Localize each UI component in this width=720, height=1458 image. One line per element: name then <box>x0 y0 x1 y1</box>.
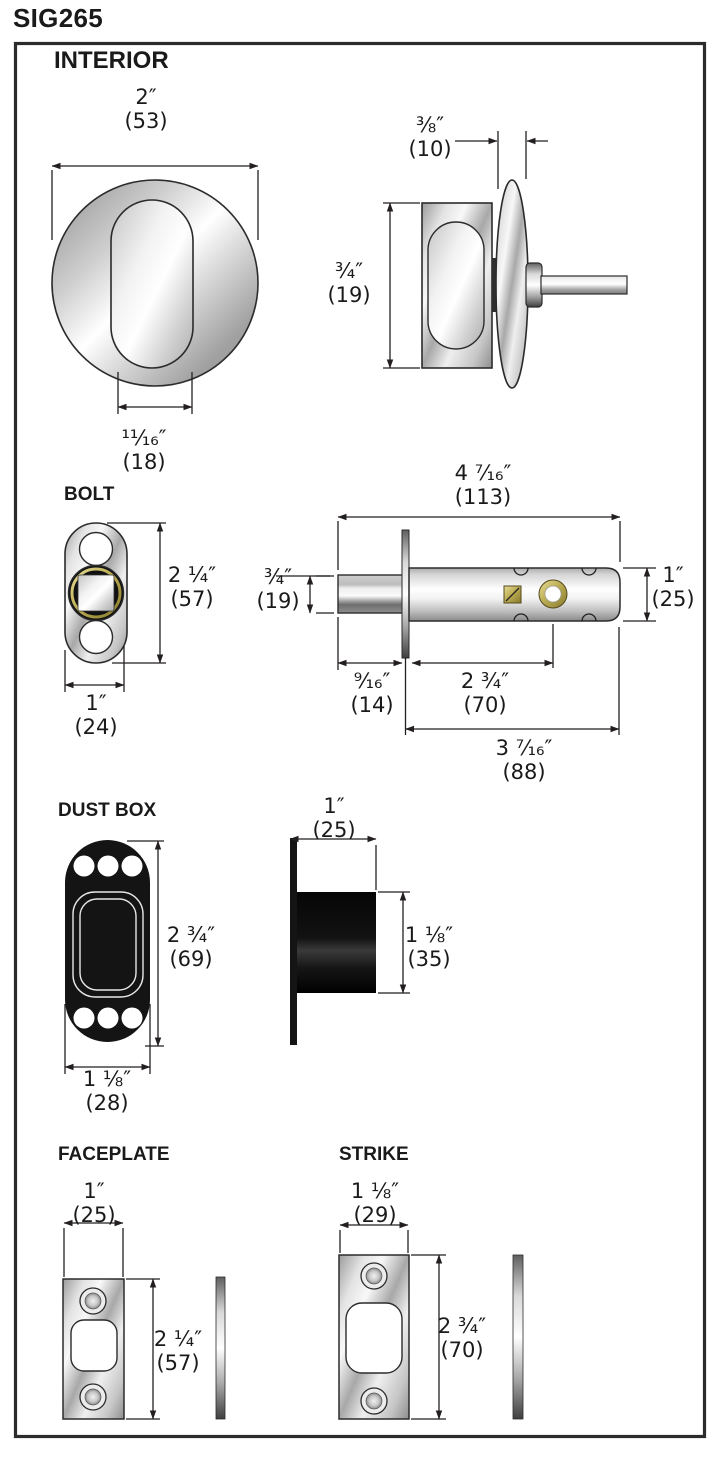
dim-dustbox-width: 1 ⅛″ (28) <box>82 1067 132 1116</box>
strike-screw-hole-top <box>365 1267 383 1285</box>
dim-thumbturn-height: ¾″ (19) <box>327 259 371 308</box>
dim-thumbturn-diameter: 2″ (53) <box>124 85 168 134</box>
strike-face-view <box>338 1221 524 1420</box>
faceplate-screw-hole-top <box>84 1292 102 1310</box>
faceplate-bolt-cutout <box>70 1319 118 1372</box>
dim-inches: 1 ⅛″ <box>82 1067 132 1091</box>
dim-inches: 2 ¾″ <box>460 669 510 693</box>
dim-mm: (14) <box>350 692 394 717</box>
bolt-head <box>337 574 405 614</box>
dim-mm: (25) <box>651 586 695 611</box>
thumbturn-side-view <box>383 131 628 389</box>
dim-mm: (69) <box>169 946 213 971</box>
dim-strike-height: 2 ¾″ (70) <box>437 1314 487 1363</box>
dim-bolt-body-length: 3 ⁷⁄₁₆″ (88) <box>495 736 553 785</box>
strike-side-view <box>512 1254 524 1420</box>
dim-faceplate-width: 1″ (25) <box>72 1179 116 1228</box>
dim-mm: (57) <box>170 586 214 611</box>
dustbox-body <box>297 892 376 993</box>
bolt-hole-bottom <box>78 619 114 655</box>
dim-mm: (18) <box>122 449 166 474</box>
bolt-faceplate-edge <box>401 529 410 659</box>
dim-dustbox-depth-height: 1 ⅛″ (35) <box>404 923 454 972</box>
dim-inches: 1″ <box>83 1179 105 1203</box>
dim-bolt-head-height: ¾″ (19) <box>256 565 300 614</box>
faceplate-side-view <box>215 1276 226 1420</box>
dustbox-side-view <box>289 835 410 1045</box>
thumbturn-face-view <box>51 162 259 414</box>
dim-thumbturn-width: ¹¹⁄₁₆″ (18) <box>121 426 167 475</box>
dim-bolt-face-width: 1″ (24) <box>74 691 118 740</box>
dim-inches: ⁹⁄₁₆″ <box>353 669 391 693</box>
dim-mm: (70) <box>463 692 507 717</box>
dim-mm: (29) <box>353 1202 397 1227</box>
dim-faceplate-height: 2 ¼″ (57) <box>153 1327 203 1376</box>
dim-mm: (28) <box>85 1090 129 1115</box>
dim-mm: (113) <box>454 484 512 509</box>
faceplate-screw-hole-bottom <box>84 1388 102 1406</box>
thumbturn-knob-side <box>427 221 485 350</box>
bolt-hole-top <box>78 531 114 567</box>
bolt-label: BOLT <box>64 484 115 505</box>
page-title: SIG265 <box>13 3 103 33</box>
bolt-face-square <box>77 574 115 612</box>
dim-inches: ¹¹⁄₁₆″ <box>121 426 167 450</box>
dim-bolt-head-length: ⁹⁄₁₆″ (14) <box>350 669 394 718</box>
dim-mm: (53) <box>124 108 168 133</box>
dim-inches: 4 ⁷⁄₁₆″ <box>454 461 512 485</box>
dim-inches: 3 ⁷⁄₁₆″ <box>495 736 553 760</box>
dim-dustbox-height: 2 ¾″ (69) <box>166 923 216 972</box>
dim-inches: ⅜″ <box>415 113 445 137</box>
dim-inches: 1″ <box>323 794 345 818</box>
dustbox-flange <box>290 838 297 1045</box>
dim-bolt-overall-length: 4 ⁷⁄₁₆″ (113) <box>454 461 512 510</box>
dim-mm: (19) <box>327 282 371 307</box>
dim-bolt-face-height: 2 ¼″ (57) <box>167 563 217 612</box>
dim-inches: ¾″ <box>263 565 293 589</box>
thumbturn-knob <box>110 199 194 369</box>
dustbox-gasket <box>65 840 150 1042</box>
dim-inches: 1 ⅛″ <box>350 1179 400 1203</box>
dim-strike-width: 1 ⅛″ (29) <box>350 1179 400 1228</box>
dim-inches: 2 ¾″ <box>437 1314 487 1338</box>
tailpiece <box>540 275 628 295</box>
rosette-side <box>495 179 529 389</box>
dim-mm: (25) <box>312 817 356 842</box>
dim-mm: (70) <box>440 1337 484 1362</box>
interior-label: INTERIOR <box>54 47 169 74</box>
dim-inches: 2″ <box>135 85 157 109</box>
dim-dustbox-depth-width: 1″ (25) <box>312 794 356 843</box>
dim-mm: (10) <box>408 136 452 161</box>
dim-bolt-body-height: 1″ (25) <box>651 563 695 612</box>
dim-inches: 2 ¼″ <box>153 1327 203 1351</box>
hub <box>525 262 543 308</box>
dim-mm: (57) <box>156 1350 200 1375</box>
dim-inches: 1″ <box>85 691 107 715</box>
dim-mm: (19) <box>256 588 300 613</box>
dim-bolt-hole-distance: 2 ¾″ (70) <box>460 669 510 718</box>
strike-label: STRIKE <box>339 1144 409 1165</box>
dustbox-face-view <box>64 840 164 1074</box>
dim-rosette-thickness: ⅜″ (10) <box>408 113 452 162</box>
faceplate-face-view <box>62 1219 226 1420</box>
dim-inches: 1 ⅛″ <box>404 923 454 947</box>
dim-mm: (24) <box>74 714 118 739</box>
faceplate-label: FACEPLATE <box>58 1144 170 1165</box>
strike-bolt-cutout <box>345 1302 403 1374</box>
bolt-brass-ring <box>70 567 122 619</box>
dim-mm: (25) <box>72 1202 116 1227</box>
dustbox-label: DUST BOX <box>58 800 157 821</box>
outer-border <box>13 41 707 1439</box>
dim-inches: 2 ¾″ <box>166 923 216 947</box>
dim-inches: 2 ¼″ <box>167 563 217 587</box>
bolt-side-view <box>276 513 656 735</box>
dim-inches: ¾″ <box>334 259 364 283</box>
dim-mm: (35) <box>407 946 451 971</box>
dim-inches: 1″ <box>662 563 684 587</box>
bolt-face-view <box>64 522 166 692</box>
strike-screw-hole-bottom <box>365 1392 383 1410</box>
dim-mm: (88) <box>502 759 546 784</box>
